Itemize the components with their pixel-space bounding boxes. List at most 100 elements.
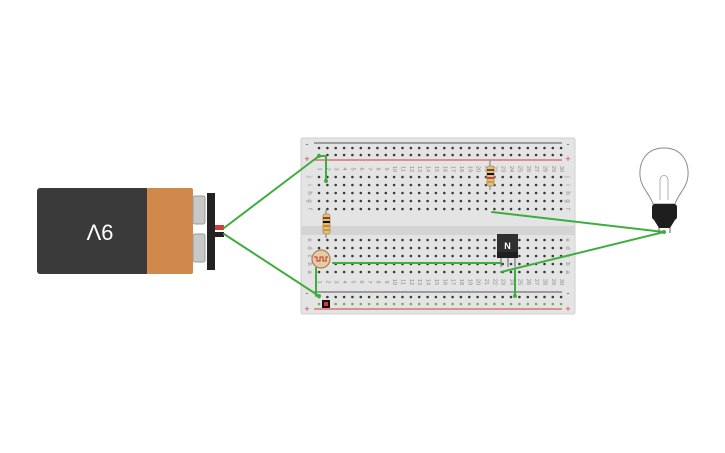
terminal-hole[interactable]: [409, 191, 413, 195]
terminal-hole[interactable]: [342, 246, 346, 250]
terminal-hole[interactable]: [526, 246, 530, 250]
rail-hole[interactable]: [326, 146, 329, 150]
terminal-hole[interactable]: [334, 199, 338, 203]
terminal-hole[interactable]: [434, 175, 438, 179]
rail-hole[interactable]: [317, 146, 321, 150]
terminal-hole[interactable]: [493, 270, 496, 274]
rail-hole[interactable]: [417, 146, 421, 150]
terminal-hole[interactable]: [367, 191, 371, 195]
terminal-hole[interactable]: [476, 238, 479, 242]
terminal-hole[interactable]: [543, 183, 546, 187]
rail-hole[interactable]: [334, 295, 338, 299]
terminal-hole[interactable]: [376, 270, 379, 274]
rail-hole[interactable]: [501, 302, 505, 306]
terminal-hole[interactable]: [434, 191, 438, 195]
wire-resistor-to-bulb[interactable]: [491, 211, 665, 233]
terminal-hole[interactable]: [426, 175, 429, 179]
terminal-hole[interactable]: [359, 254, 363, 258]
terminal-hole[interactable]: [534, 199, 538, 203]
rail-hole[interactable]: [493, 146, 496, 150]
terminal-hole[interactable]: [443, 207, 446, 211]
terminal-hole[interactable]: [543, 199, 546, 203]
terminal-hole[interactable]: [367, 175, 371, 179]
rail-hole[interactable]: [551, 302, 555, 306]
terminal-hole[interactable]: [401, 238, 404, 242]
rail-hole[interactable]: [426, 146, 429, 150]
terminal-hole[interactable]: [451, 175, 454, 179]
rail-hole[interactable]: [351, 295, 354, 299]
terminal-hole[interactable]: [351, 191, 354, 195]
terminal-hole[interactable]: [317, 246, 321, 250]
terminal-hole[interactable]: [559, 270, 563, 274]
terminal-hole[interactable]: [534, 238, 538, 242]
terminal-hole[interactable]: [468, 183, 471, 187]
terminal-hole[interactable]: [459, 183, 463, 187]
rail-hole[interactable]: [401, 146, 404, 150]
terminal-hole[interactable]: [526, 238, 530, 242]
photoresistor[interactable]: [311, 249, 331, 269]
rail-hole[interactable]: [367, 146, 371, 150]
terminal-hole[interactable]: [401, 183, 404, 187]
terminal-hole[interactable]: [384, 254, 388, 258]
terminal-hole[interactable]: [351, 207, 354, 211]
terminal-hole[interactable]: [501, 175, 505, 179]
terminal-hole[interactable]: [551, 199, 555, 203]
terminal-hole[interactable]: [459, 246, 463, 250]
terminal-hole[interactable]: [392, 207, 396, 211]
terminal-hole[interactable]: [317, 199, 321, 203]
terminal-hole[interactable]: [493, 207, 496, 211]
terminal-hole[interactable]: [342, 270, 346, 274]
rail-hole[interactable]: [351, 302, 354, 306]
rail-hole[interactable]: [543, 146, 546, 150]
terminal-hole[interactable]: [518, 199, 521, 203]
terminal-hole[interactable]: [417, 254, 421, 258]
rail-hole[interactable]: [342, 146, 346, 150]
terminal-hole[interactable]: [551, 191, 555, 195]
terminal-hole[interactable]: [459, 175, 463, 179]
rail-hole[interactable]: [526, 153, 530, 157]
terminal-hole[interactable]: [543, 207, 546, 211]
terminal-hole[interactable]: [509, 270, 513, 274]
terminal-hole[interactable]: [518, 191, 521, 195]
terminal-hole[interactable]: [367, 199, 371, 203]
rail-hole[interactable]: [351, 153, 354, 157]
terminal-hole[interactable]: [559, 207, 563, 211]
terminal-hole[interactable]: [359, 175, 363, 179]
terminal-hole[interactable]: [459, 199, 463, 203]
terminal-hole[interactable]: [468, 199, 471, 203]
terminal-hole[interactable]: [459, 238, 463, 242]
terminal-hole[interactable]: [476, 207, 479, 211]
terminal-hole[interactable]: [392, 191, 396, 195]
terminal-hole[interactable]: [342, 238, 346, 242]
rail-hole[interactable]: [342, 153, 346, 157]
terminal-hole[interactable]: [326, 246, 329, 250]
terminal-hole[interactable]: [501, 183, 505, 187]
rail-hole[interactable]: [484, 295, 488, 299]
terminal-hole[interactable]: [359, 191, 363, 195]
rail-hole[interactable]: [376, 295, 379, 299]
terminal-hole[interactable]: [509, 175, 513, 179]
rail-hole[interactable]: [434, 153, 438, 157]
rail-hole[interactable]: [459, 295, 463, 299]
terminal-hole[interactable]: [443, 246, 446, 250]
terminal-hole[interactable]: [417, 207, 421, 211]
rail-hole[interactable]: [493, 295, 496, 299]
terminal-hole[interactable]: [459, 270, 463, 274]
terminal-hole[interactable]: [543, 191, 546, 195]
rail-hole[interactable]: [392, 153, 396, 157]
terminal-hole[interactable]: [468, 270, 471, 274]
terminal-hole[interactable]: [359, 183, 363, 187]
rail-hole[interactable]: [376, 146, 379, 150]
terminal-hole[interactable]: [392, 246, 396, 250]
terminal-hole[interactable]: [359, 246, 363, 250]
rail-hole[interactable]: [417, 295, 421, 299]
terminal-hole[interactable]: [476, 270, 479, 274]
rail-hole[interactable]: [476, 153, 479, 157]
terminal-hole[interactable]: [376, 254, 379, 258]
terminal-hole[interactable]: [426, 270, 429, 274]
terminal-hole[interactable]: [367, 238, 371, 242]
terminal-hole[interactable]: [317, 183, 321, 187]
rail-hole[interactable]: [493, 153, 496, 157]
terminal-hole[interactable]: [409, 246, 413, 250]
terminal-hole[interactable]: [543, 262, 546, 266]
